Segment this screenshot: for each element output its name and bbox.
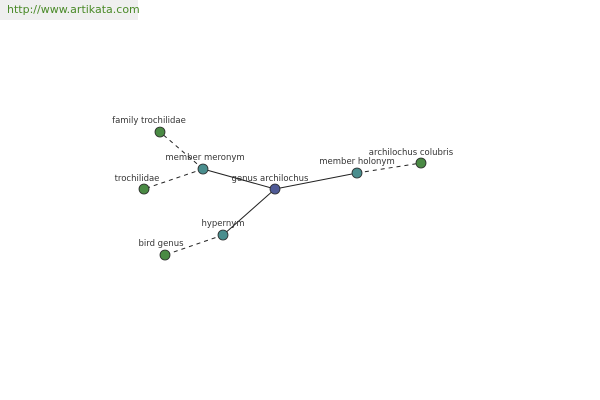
graph-edges xyxy=(143,131,422,256)
node-member-holonym[interactable] xyxy=(351,167,363,179)
node-bird-genus[interactable] xyxy=(159,249,171,261)
site-url-link[interactable]: http://www.artikata.com xyxy=(7,3,140,16)
node-label-hypernym[interactable]: hypernym xyxy=(201,219,244,229)
edge-hypernym-bird-genus xyxy=(164,234,224,256)
node-trochilidae[interactable] xyxy=(138,183,150,195)
node-label-bird-genus[interactable]: bird genus xyxy=(138,239,184,249)
node-label-family-trochilidae[interactable]: family trochilidae xyxy=(112,116,186,126)
node-center[interactable] xyxy=(269,183,281,195)
node-archilochus-colubris[interactable] xyxy=(415,157,427,169)
node-label-trochilidae[interactable]: trochilidae xyxy=(115,174,160,184)
node-label-archilochus-colubris[interactable]: archilochus colubris xyxy=(369,148,454,158)
edge-member-meronym-trochilidae xyxy=(143,168,204,190)
node-label-member-holonym[interactable]: member holonym xyxy=(319,157,394,167)
edge-center-member-meronym xyxy=(202,168,276,190)
graph-labels: family trochilidae trochilidae archilochus… xyxy=(112,116,454,249)
site-url-bar: http://www.artikata.com xyxy=(0,0,140,20)
graph-nodes xyxy=(138,126,427,261)
node-label-member-meronym[interactable]: member meronym xyxy=(165,153,244,163)
edge-center-member-holonym xyxy=(274,172,358,190)
edge-center-hypernym xyxy=(222,188,276,236)
node-family-trochilidae[interactable] xyxy=(154,126,166,138)
edge-member-holonym-archilochus-colubris xyxy=(356,162,422,174)
node-hypernym[interactable] xyxy=(217,229,229,241)
node-member-meronym[interactable] xyxy=(197,163,209,175)
edge-member-meronym-family-trochilidae xyxy=(159,131,204,170)
node-label-center[interactable]: genus archilochus xyxy=(232,174,309,184)
